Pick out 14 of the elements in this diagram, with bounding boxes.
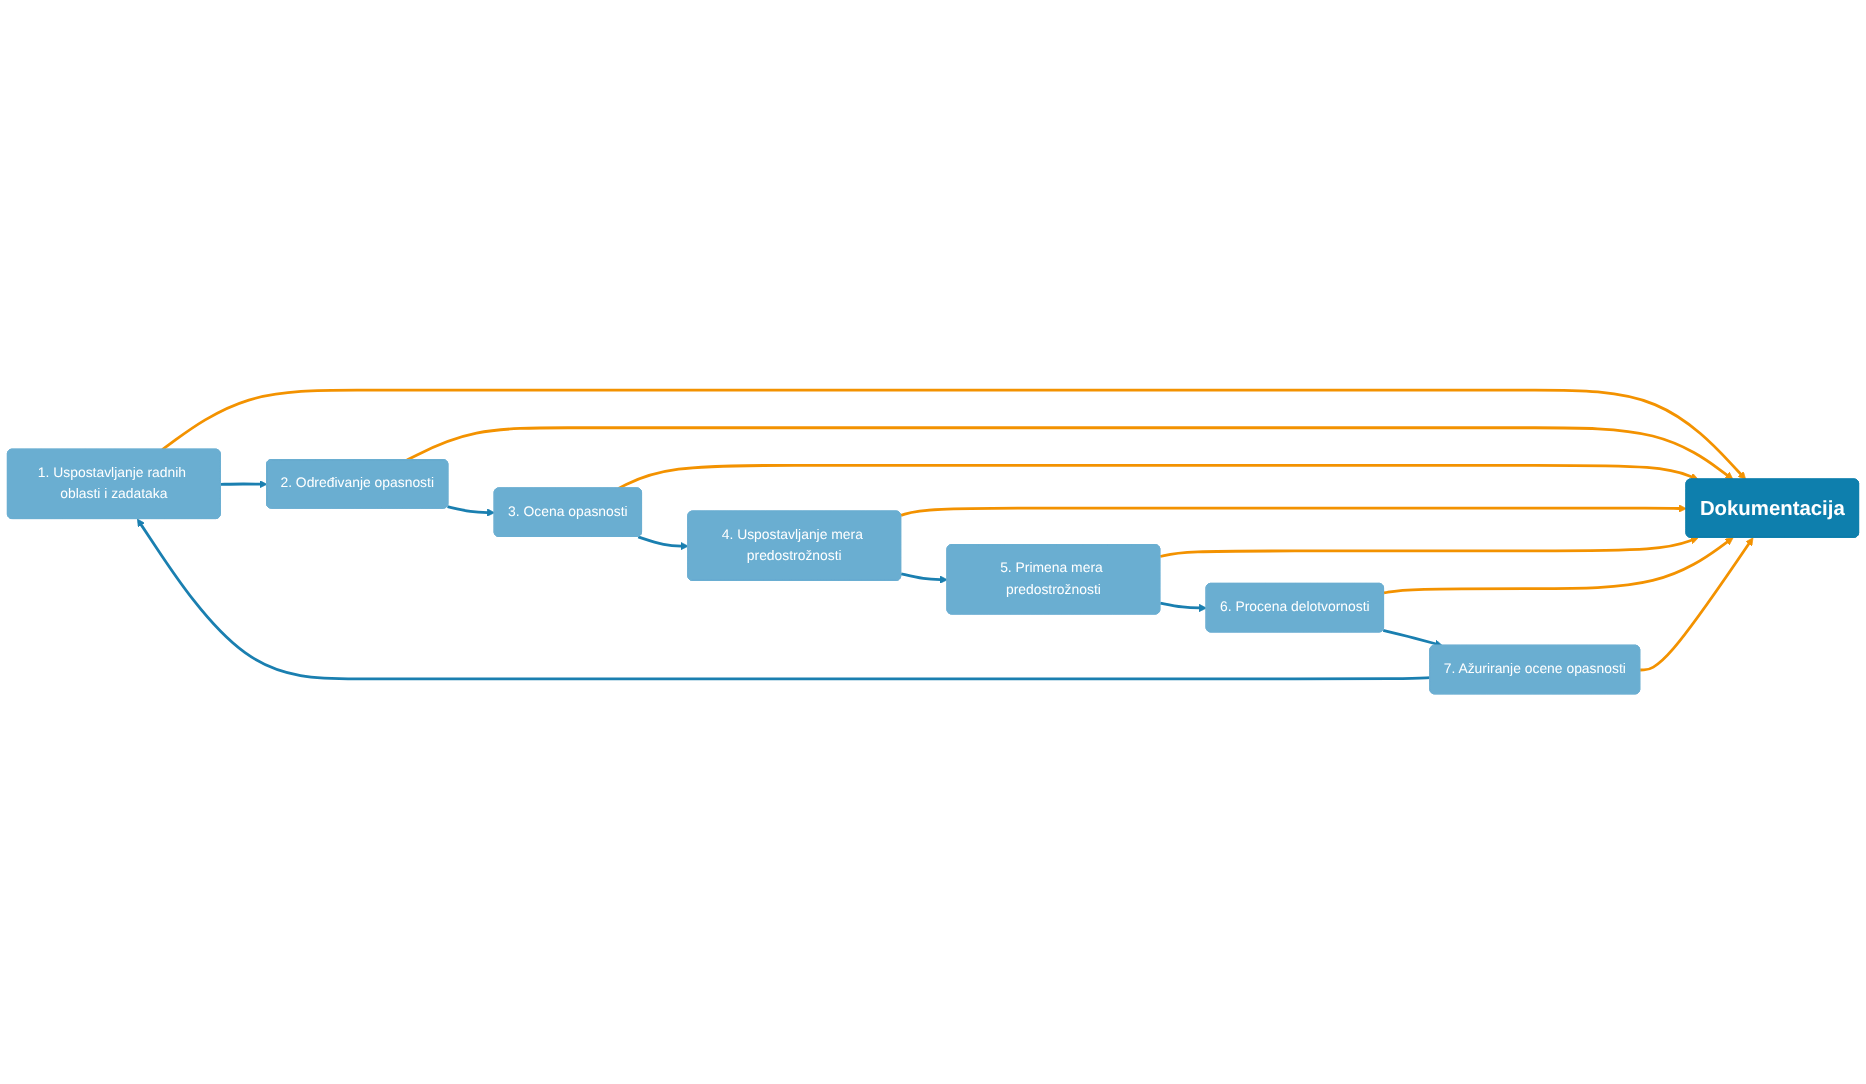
arrow [1160,601,1207,613]
arrow [1383,537,1734,595]
arrow [1159,536,1699,558]
arrow [406,426,1734,480]
arrow [447,505,495,517]
arrow [1640,537,1754,672]
arrow [900,504,1687,517]
arrow [161,388,1747,480]
arrow [1382,629,1443,648]
arrow [137,518,1431,681]
arrow [900,572,948,584]
arrow [617,463,1699,490]
arrow [220,480,268,489]
arrow [637,535,689,551]
